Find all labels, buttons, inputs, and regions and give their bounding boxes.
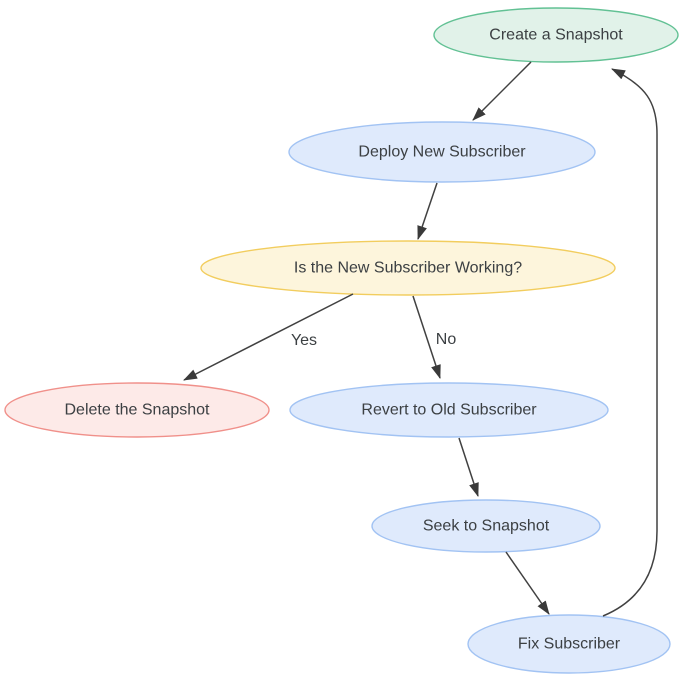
node-delete-snapshot: Delete the Snapshot bbox=[4, 382, 270, 438]
node-shape-is-working bbox=[200, 240, 616, 296]
node-shape-delete-snapshot bbox=[4, 382, 270, 438]
node-is-working: Is the New Subscriber Working? bbox=[200, 240, 616, 296]
node-label-is-working: Is the New Subscriber Working? bbox=[294, 260, 522, 277]
edge-is-working-to-revert-subscriber bbox=[412, 295, 441, 379]
node-seek-snapshot: Seek to Snapshot bbox=[371, 499, 601, 553]
edge-is-working-to-delete-snapshot bbox=[183, 293, 354, 381]
edge-seek-snapshot-to-fix-subscriber bbox=[505, 551, 550, 615]
node-shape-revert-subscriber bbox=[289, 382, 609, 438]
node-create-snapshot: Create a Snapshot bbox=[433, 7, 679, 63]
node-shape-fix-subscriber bbox=[467, 614, 671, 674]
node-shape-create-snapshot bbox=[433, 7, 679, 63]
edge-deploy-subscriber-to-is-working bbox=[417, 182, 438, 240]
node-deploy-subscriber: Deploy New Subscriber bbox=[288, 121, 596, 183]
node-revert-subscriber: Revert to Old Subscriber bbox=[289, 382, 609, 438]
edges-layer: Yes No bbox=[183, 61, 658, 617]
edge-label-yes: Yes bbox=[291, 332, 317, 349]
node-label-fix-subscriber: Fix Subscriber bbox=[518, 636, 621, 653]
node-label-create-snapshot: Create a Snapshot bbox=[489, 27, 623, 44]
edge-revert-subscriber-to-seek-snapshot bbox=[458, 437, 479, 497]
edge-fix-subscriber-to-create-snapshot bbox=[602, 68, 658, 617]
edge-create-snapshot-to-deploy-subscriber bbox=[472, 61, 532, 121]
node-fix-subscriber: Fix Subscriber bbox=[467, 614, 671, 674]
node-label-seek-snapshot: Seek to Snapshot bbox=[423, 518, 550, 535]
node-shape-seek-snapshot bbox=[371, 499, 601, 553]
node-label-delete-snapshot: Delete the Snapshot bbox=[65, 402, 211, 419]
node-label-deploy-subscriber: Deploy New Subscriber bbox=[358, 144, 526, 161]
node-shape-deploy-subscriber bbox=[288, 121, 596, 183]
edge-label-no: No bbox=[436, 331, 457, 348]
node-label-revert-subscriber: Revert to Old Subscriber bbox=[361, 402, 537, 419]
